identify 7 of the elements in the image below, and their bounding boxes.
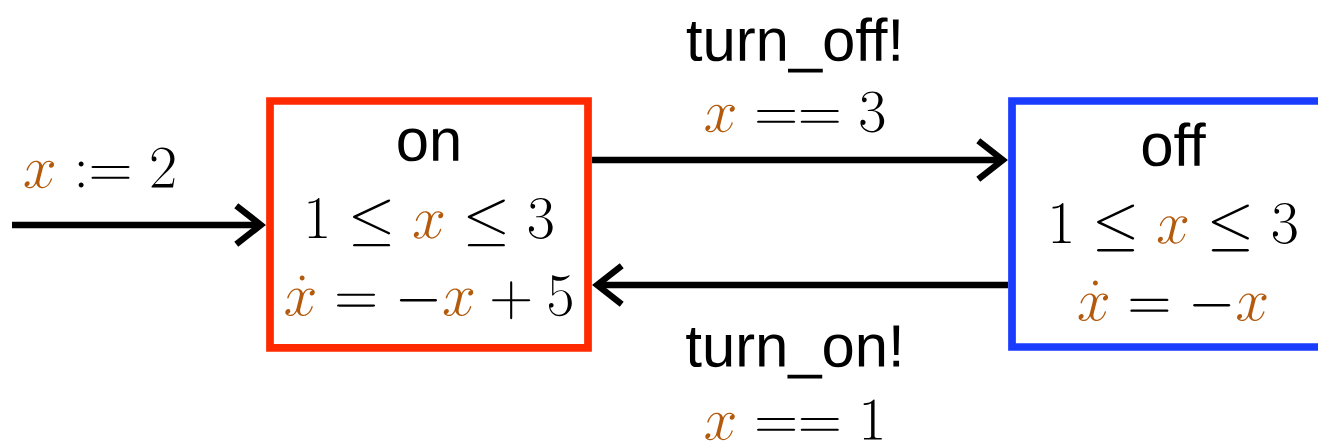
edge-label: $\textcolor[HTML]{B35A0C}{x} \mathrel{:=} 2$ (24, 147, 175, 189)
guard-label: $\textcolor[HTML]{B35A0C}{x} \mathrel{==} 3$ (705, 91, 885, 133)
state-box: on $1 \leq \textcolor[HTML]{B35A0C}{x} \leq 3$ $\textcolor[HTML]{B35A0C}{\dot{x}} = -\textcolor[HTML]{B35A0C}{x} + 5$ (266, 97, 592, 352)
edge-label: turn_off! (686, 17, 899, 73)
state-box: off $1 \leq \textcolor[HTML]{B35A0C}{x} \leq 3$ $\textcolor[HTML]{B35A0C}{\dot{x}} = -\textcolor[HTML]{B35A0C}{x}$ (1008, 97, 1318, 351)
guard-label: $\textcolor[HTML]{B35A0C}{x} \mathrel{==} 1$ (705, 399, 882, 441)
edge-label: turn_on! (686, 325, 900, 379)
